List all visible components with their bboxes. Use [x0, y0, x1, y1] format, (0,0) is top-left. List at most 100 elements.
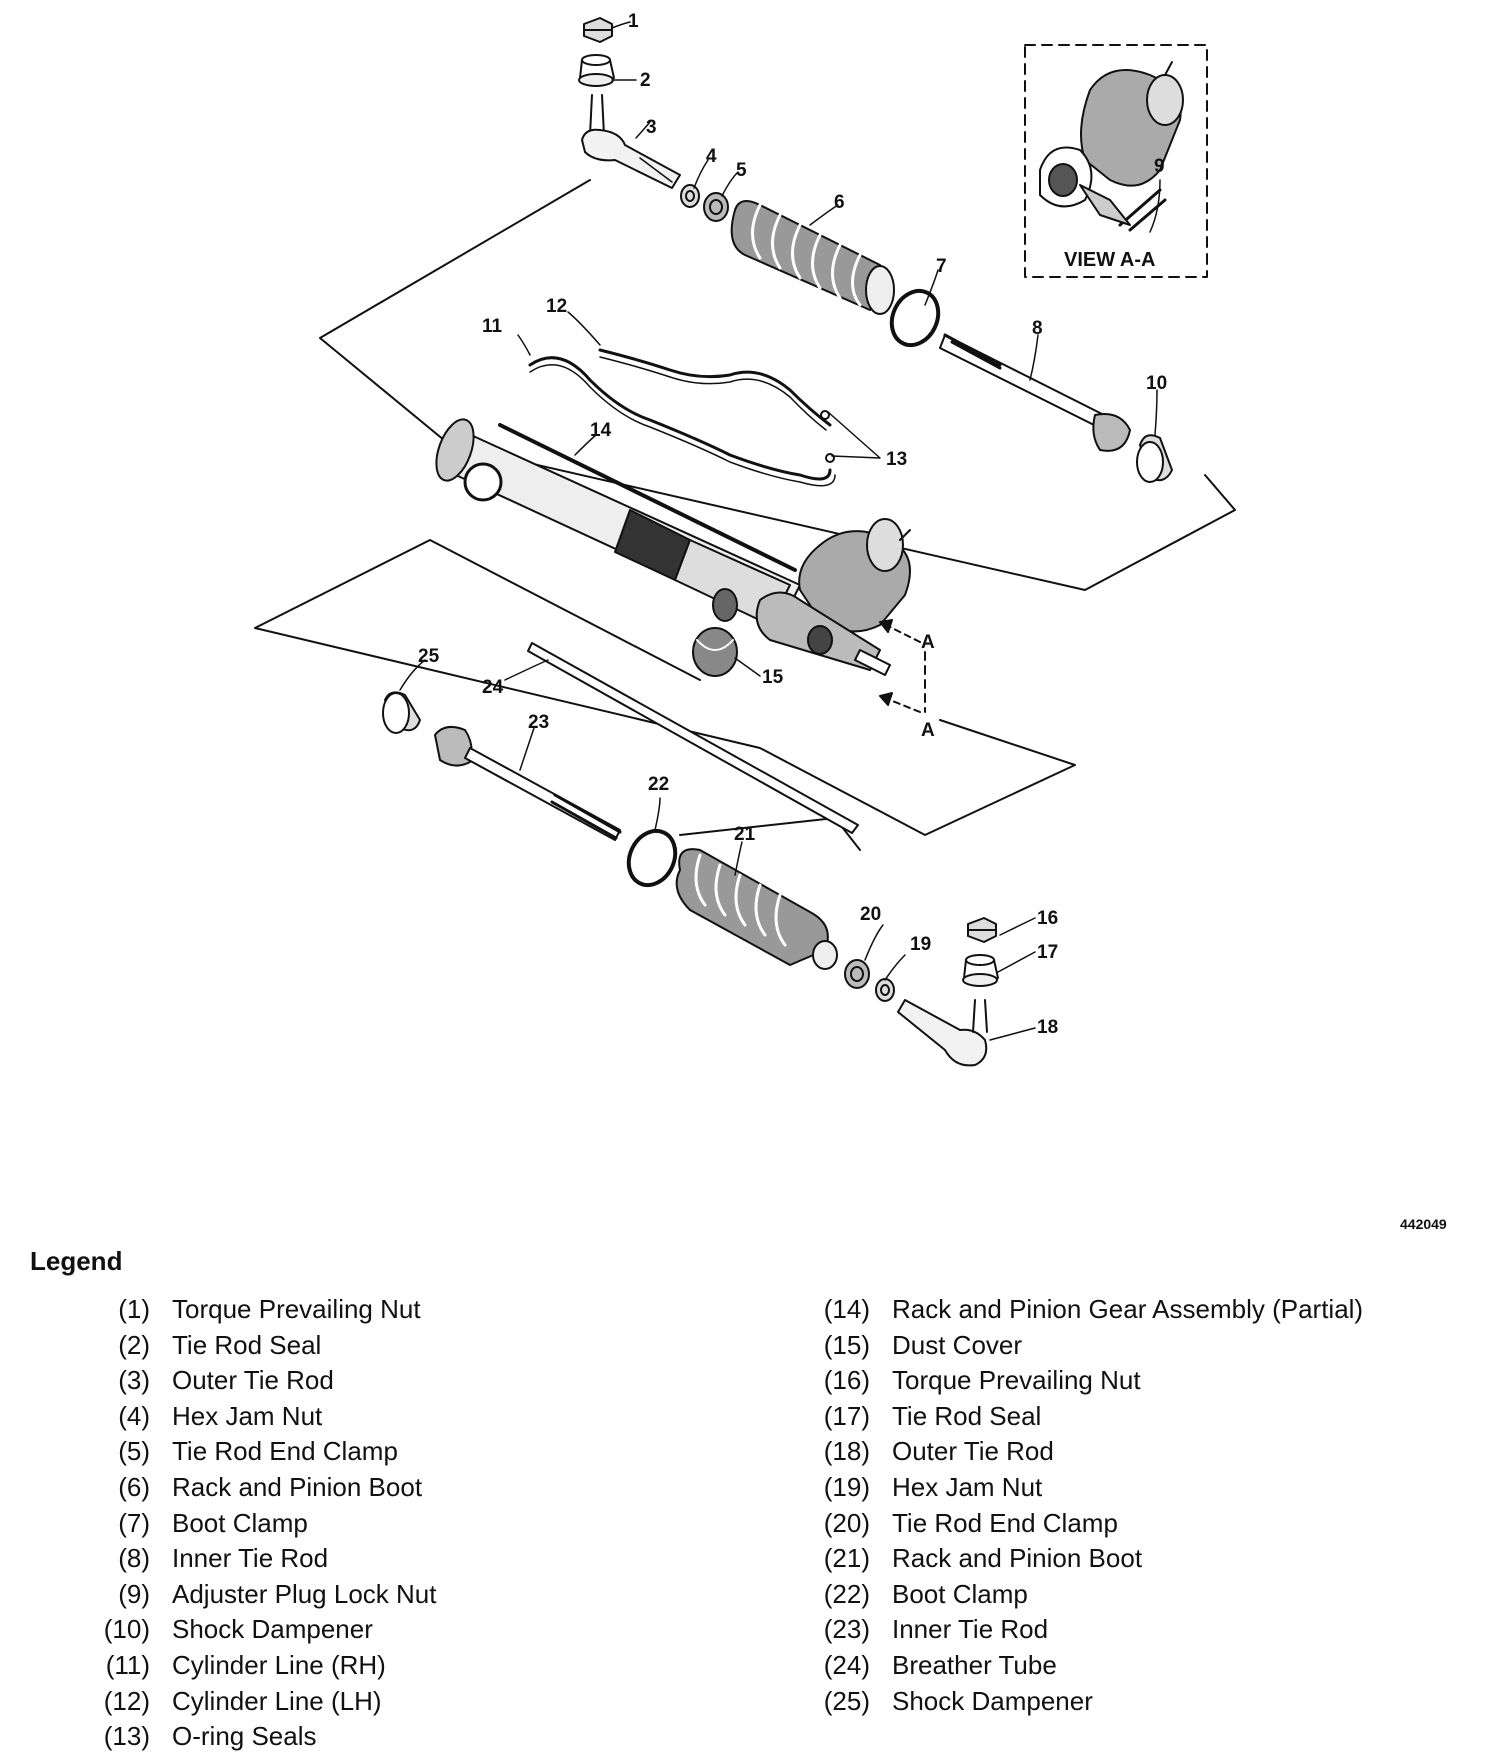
- legend-item-label: Cylinder Line (LH): [172, 1685, 382, 1716]
- callout-23: 23: [528, 712, 549, 733]
- part-25-shock-dampener: [382, 691, 421, 734]
- legend-item-label: Outer Tie Rod: [172, 1365, 334, 1396]
- part-8-inner-tie-rod: [939, 333, 1131, 452]
- legend-item-label: Torque Prevailing Nut: [892, 1365, 1141, 1396]
- callout-9: 9: [1154, 156, 1165, 177]
- legend-item-number: (17): [823, 1400, 870, 1431]
- callout-4: 4: [706, 146, 717, 167]
- legend-item-number: (8): [118, 1543, 150, 1574]
- legend-item: (25) Shock Dampener: [820, 1684, 1363, 1720]
- part-23-inner-tie-rod: [434, 725, 622, 841]
- legend-item-label: Hex Jam Nut: [892, 1471, 1043, 1502]
- part-22-boot-clamp: [626, 828, 678, 888]
- legend-item: (16) Torque Prevailing Nut: [820, 1363, 1363, 1399]
- legend-item-label: Boot Clamp: [172, 1507, 308, 1538]
- callout-16: 16: [1037, 908, 1058, 929]
- callout-25: 25: [418, 646, 440, 667]
- part-19-hex-jam-nut: [875, 978, 895, 1002]
- section-marker-bottom: A: [921, 720, 935, 741]
- section-a-arrows: [879, 619, 926, 713]
- legend-item: (11)Cylinder Line (RH): [70, 1648, 436, 1684]
- legend-item-label: Rack and Pinion Boot: [172, 1471, 423, 1502]
- legend-title: Legend: [30, 1246, 123, 1276]
- legend-column-left: (1)Torque Prevailing Nut (2)Tie Rod Seal…: [70, 1292, 437, 1755]
- legend-item: (1)Torque Prevailing Nut: [70, 1292, 436, 1328]
- view-aa-label: VIEW A-A: [1064, 249, 1155, 271]
- legend-item-number: (25): [823, 1685, 870, 1716]
- legend-item-number: (22): [823, 1578, 870, 1609]
- part-7-boot-clamp: [889, 288, 941, 348]
- legend-item-label: Tie Rod Seal: [172, 1329, 322, 1360]
- legend-item-label: Inner Tie Rod: [172, 1543, 329, 1574]
- legend-item: (20)Tie Rod End Clamp: [820, 1506, 1363, 1542]
- legend-item-number: (18): [823, 1436, 870, 1467]
- callout-18: 18: [1037, 1017, 1058, 1038]
- legend-item-number: (23): [823, 1614, 870, 1645]
- legend-item: (3) Outer Tie Rod: [70, 1363, 436, 1399]
- callout-15: 15: [762, 667, 784, 688]
- part-10-shock-dampener: [1136, 434, 1173, 483]
- part-24-breather-tube: [527, 642, 859, 834]
- legend-item: (17)Tie Rod Seal: [820, 1399, 1363, 1435]
- legend-column-right: (14)Rack and Pinion Gear Assembly (Parti…: [820, 1292, 1363, 1719]
- legend-item-number: (4): [118, 1400, 150, 1431]
- legend-item-label: Shock Dampener: [172, 1614, 373, 1645]
- leader-lines: [399, 21, 1161, 1041]
- legend-item-number: (19): [823, 1471, 870, 1502]
- legend-item-number: (3): [118, 1365, 150, 1396]
- callout-13: 13: [886, 449, 907, 470]
- callout-8: 8: [1032, 318, 1043, 339]
- legend-item-label: Boot Clamp: [892, 1578, 1028, 1609]
- legend-item: (18) Outer Tie Rod: [820, 1434, 1363, 1470]
- callout-20: 20: [860, 904, 881, 925]
- callout-7: 7: [936, 256, 947, 277]
- legend-item: (5)Tie Rod End Clamp: [70, 1434, 436, 1470]
- legend-item-number: (13): [103, 1721, 150, 1752]
- legend-item: (7) Boot Clamp: [70, 1506, 436, 1542]
- legend-item: (2)Tie Rod Seal: [70, 1328, 436, 1364]
- part-13-o-ring-seals: [820, 410, 835, 463]
- part-1-torque-prevailing-nut: [583, 17, 613, 43]
- lower-parts-frame: [254, 539, 1076, 836]
- part-4-hex-jam-nut: [680, 184, 700, 208]
- part-6-rack-and-pinion-boot: [730, 200, 895, 315]
- legend-item: (13)O-ring Seals: [70, 1719, 436, 1755]
- legend-item-label: Rack and Pinion Gear Assembly (Partial): [892, 1294, 1364, 1324]
- legend-item: (9) Adjuster Plug Lock Nut: [70, 1577, 436, 1613]
- view-aa-valve-housing: [1039, 61, 1184, 226]
- callout-19: 19: [910, 934, 931, 955]
- part-20-tie-rod-end-clamp: [844, 959, 870, 989]
- legend-item-label: Tie Rod End Clamp: [892, 1507, 1118, 1538]
- part-18-outer-tie-rod: [897, 999, 988, 1067]
- legend-item-label: Outer Tie Rod: [892, 1436, 1054, 1467]
- part-16-torque-prevailing-nut: [967, 917, 997, 943]
- exploded-diagram: 1 2 3 4 5 6 7 8 9 10 11 12 13 14 15 16 1…: [254, 11, 1236, 1067]
- part-17-tie-rod-seal: [962, 954, 999, 987]
- upper-parts-frame: [319, 179, 1236, 591]
- legend-item-number: (16): [823, 1365, 870, 1396]
- part-5-tie-rod-end-clamp: [703, 192, 729, 222]
- part-2-tie-rod-seal: [578, 54, 615, 87]
- legend-item-label: Dust Cover: [892, 1329, 1023, 1360]
- legend-item-number: (10): [103, 1614, 150, 1645]
- legend-item-number: (7): [118, 1507, 150, 1538]
- legend-item-label: Adjuster Plug Lock Nut: [172, 1578, 437, 1609]
- callout-5: 5: [736, 160, 747, 181]
- legend-item-number: (5): [118, 1436, 150, 1467]
- part-21-rack-and-pinion-boot: [675, 848, 838, 970]
- legend-item-label: Rack and Pinion Boot: [892, 1543, 1143, 1574]
- callout-10: 10: [1146, 373, 1167, 394]
- legend-item-number: (9): [118, 1578, 150, 1609]
- view-aa-box: [1024, 44, 1208, 278]
- legend-item-label: Shock Dampener: [892, 1685, 1093, 1716]
- callout-3: 3: [646, 117, 657, 138]
- legend-item-label: Breather Tube: [892, 1649, 1057, 1680]
- legend-item-number: (24): [823, 1649, 870, 1680]
- legend-item-number: (11): [105, 1649, 150, 1680]
- legend-item: (24) Breather Tube: [820, 1648, 1363, 1684]
- legend-item-number: (15): [823, 1329, 870, 1360]
- part-14-rack-and-pinion-gear-assembly: [435, 418, 911, 676]
- legend-item: (23) Inner Tie Rod: [820, 1612, 1363, 1648]
- part-9-adjuster-plug-lock-nut: [1118, 188, 1167, 232]
- legend-item-label: Inner Tie Rod: [892, 1614, 1049, 1645]
